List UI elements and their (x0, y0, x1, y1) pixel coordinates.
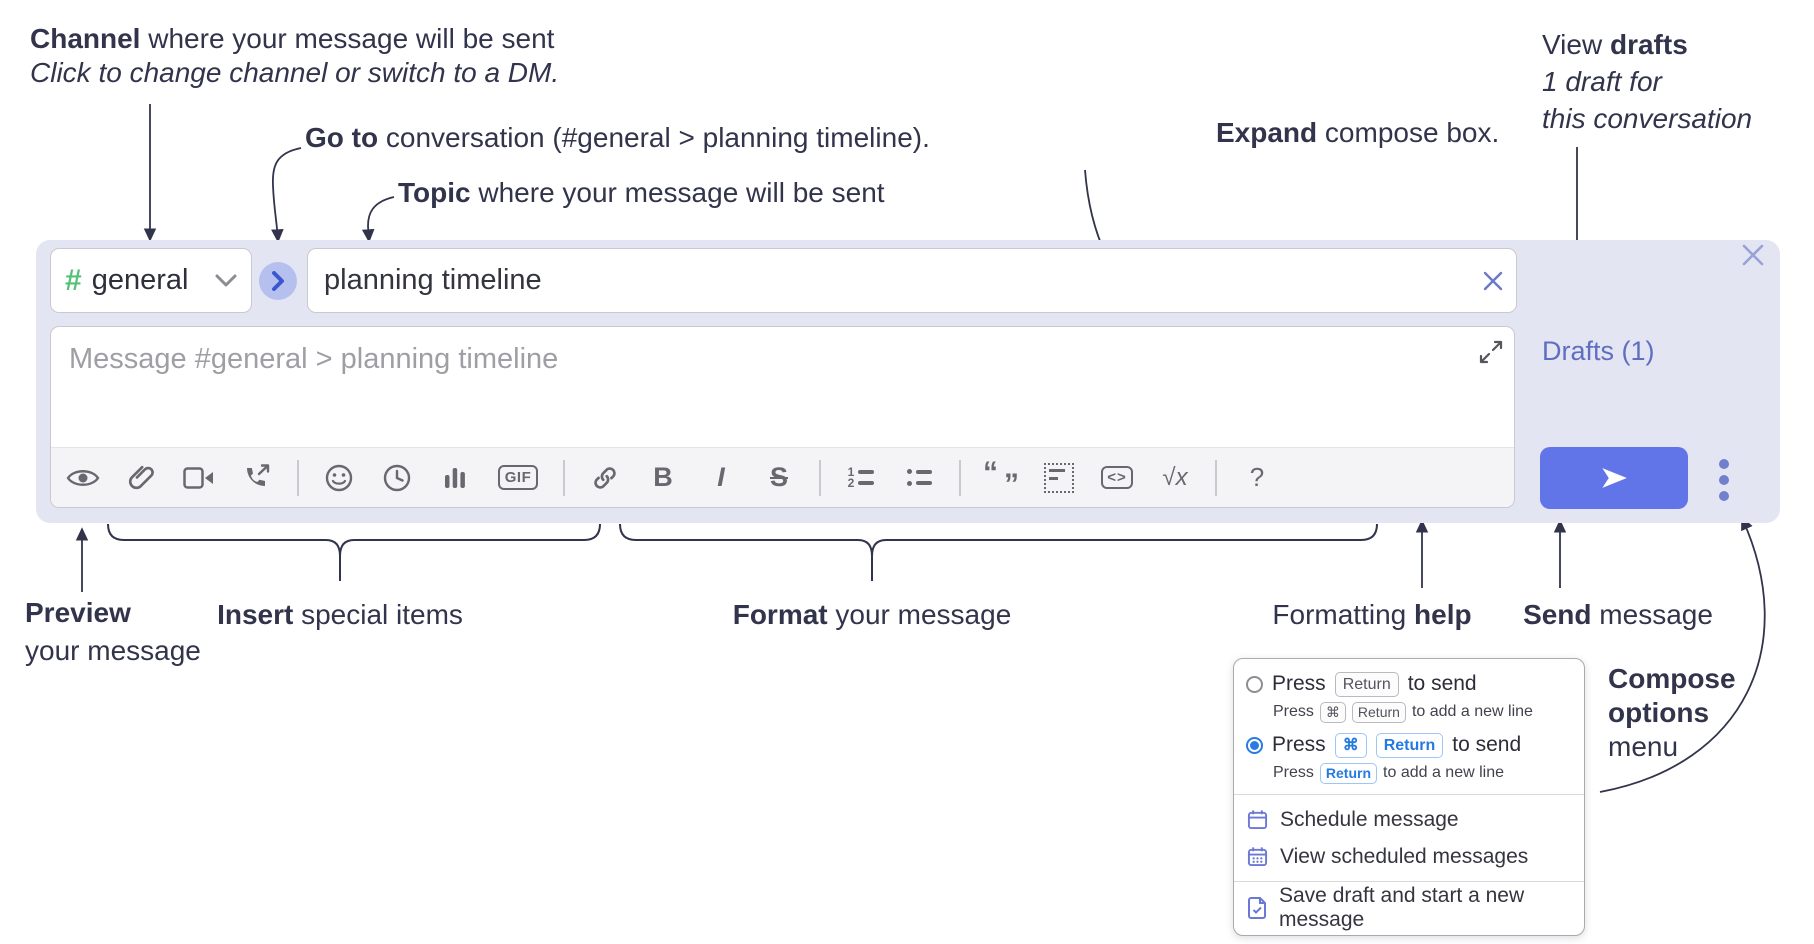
key-return: Return (1375, 732, 1444, 758)
math-icon[interactable]: √x (1162, 463, 1188, 491)
save-draft-icon (1248, 896, 1266, 919)
schedule-section: Schedule message View scheduled messages (1234, 795, 1584, 881)
key-cmd: ⌘ (1319, 701, 1346, 723)
calendar-icon (1247, 810, 1268, 830)
compose-options-menu: Press Return to send Press ⌘ Return to a… (1233, 658, 1585, 936)
annotation-insert: Insert special items (217, 599, 463, 630)
annotation-formatting-help: Formatting help (1272, 599, 1472, 630)
close-icon (1483, 271, 1503, 290)
toolbar-divider (297, 459, 299, 496)
annotation-send: Send message (1523, 599, 1713, 630)
toolbar-divider (819, 459, 821, 496)
toolbar-divider (563, 459, 565, 496)
annotation-topic: Topic where your message will be sent (398, 177, 885, 208)
key-return: Return (1351, 701, 1406, 723)
key-return: Return (1319, 762, 1378, 784)
option-enter-to-send-subtext: Press ⌘ Return to add a new line (1273, 699, 1572, 725)
annotation-format: Format your message (732, 599, 1012, 630)
clear-topic-button[interactable] (1470, 258, 1516, 304)
spoiler-icon[interactable] (1041, 458, 1077, 498)
video-call-icon[interactable] (181, 458, 217, 498)
key-return: Return (1334, 671, 1399, 697)
attach-file-icon[interactable] (123, 458, 159, 498)
annotation-channel-title: Channel where your message will be sent (30, 23, 555, 54)
radio-selected-icon[interactable] (1246, 736, 1263, 754)
bulleted-list-icon[interactable] (901, 458, 937, 498)
bold-icon[interactable]: B (653, 462, 673, 492)
toolbar-divider (959, 459, 961, 496)
menu-item-save-draft-new-message[interactable]: Save draft and start a new message (1234, 884, 1584, 931)
option-cmd-enter-to-send[interactable]: Press ⌘ Return to send (1246, 730, 1572, 760)
radio-unselected-icon[interactable] (1246, 675, 1263, 693)
annotation-drafts: View drafts 1 draft for this conversatio… (1542, 29, 1753, 134)
close-compose-icon[interactable] (1738, 240, 1768, 270)
channel-picker[interactable]: # general (50, 248, 252, 313)
chevron-right-icon (272, 271, 284, 291)
italic-icon[interactable]: I (717, 462, 725, 492)
goto-conversation-button[interactable] (259, 262, 297, 300)
voice-call-icon[interactable] (239, 458, 275, 498)
link-icon[interactable] (587, 458, 623, 498)
message-input[interactable] (51, 327, 1514, 449)
option-cmd-enter-to-send-subtext: Press Return to add a new line (1273, 760, 1572, 786)
global-time-icon[interactable] (379, 458, 415, 498)
topic-input[interactable] (308, 264, 1470, 297)
emoji-icon[interactable] (321, 458, 357, 498)
message-box: GIF B I S 12 “” <> √x ? (50, 326, 1515, 508)
calendar-dots-icon (1247, 847, 1268, 867)
topic-box (307, 248, 1517, 313)
compose-options-menu-button[interactable] (1708, 453, 1740, 507)
draft-section: Save draft and start a new message (1234, 882, 1584, 935)
strikethrough-icon[interactable]: S (769, 462, 788, 492)
menu-item-schedule-message[interactable]: Schedule message (1234, 801, 1584, 838)
preview-icon[interactable] (65, 458, 101, 498)
quote-icon[interactable]: “” (983, 455, 1019, 501)
code-icon[interactable]: <> (1099, 458, 1135, 498)
annotation-goto: Go to conversation (#general > planning … (305, 122, 930, 153)
connector-topic (361, 196, 395, 243)
toolbar-divider (1215, 459, 1217, 496)
send-shortcut-options: Press Return to send Press ⌘ Return to a… (1234, 659, 1584, 794)
annotation-channel-subtitle: Click to change channel or switch to a D… (30, 57, 560, 88)
connector-goto (271, 147, 302, 243)
chevron-down-icon (215, 274, 237, 286)
drafts-link[interactable]: Drafts (1) (1542, 336, 1655, 366)
option-enter-to-send[interactable]: Press Return to send (1246, 669, 1572, 699)
message-formatting-help-icon[interactable]: ? (1249, 462, 1265, 492)
gif-icon[interactable]: GIF (495, 458, 541, 498)
brace-insert (107, 523, 601, 581)
poll-icon[interactable] (437, 458, 473, 498)
menu-divider (1234, 794, 1584, 795)
menu-divider (1234, 881, 1584, 882)
channel-hash-icon: # (65, 263, 82, 297)
annotation-expand: Expand compose box. (1216, 117, 1500, 148)
send-icon (1602, 468, 1627, 488)
menu-item-view-scheduled-messages[interactable]: View scheduled messages (1234, 838, 1584, 875)
channel-name: general (91, 264, 189, 296)
send-button[interactable] (1540, 447, 1688, 509)
brace-format (619, 523, 1378, 581)
expand-compose-icon[interactable] (1478, 339, 1504, 365)
key-cmd: ⌘ (1334, 732, 1367, 758)
